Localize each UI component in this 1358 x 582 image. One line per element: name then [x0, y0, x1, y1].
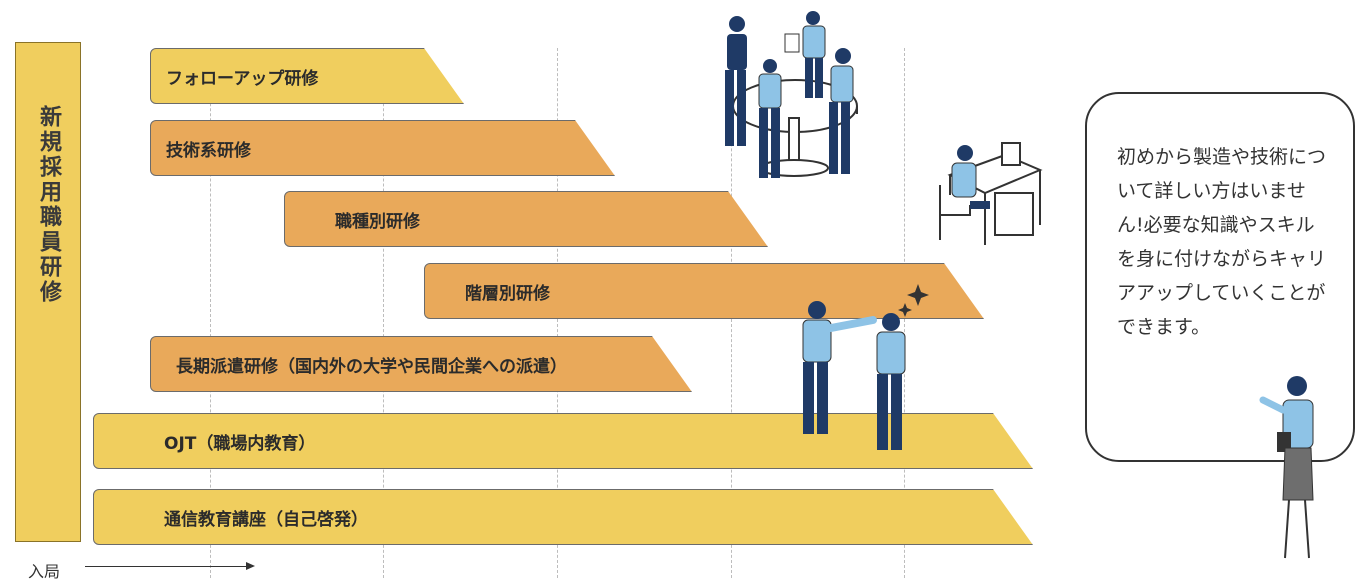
bar-job-type: 職種別研修	[284, 191, 768, 247]
timeline-start-label: 入局	[28, 562, 61, 581]
bar-ojt: OJT（職場内教育）	[93, 413, 1033, 469]
sparkle-icon	[907, 284, 929, 306]
bar-label: フォローアップ研修	[166, 68, 319, 89]
bar-label: 技術系研修	[166, 140, 251, 161]
grid-line	[210, 48, 211, 578]
bar-technical: 技術系研修	[150, 120, 615, 176]
bar-label: 職種別研修	[335, 211, 420, 232]
bar-label: 通信教育講座（自己啓発）	[164, 509, 368, 530]
woman-presenter-illustration	[1259, 376, 1314, 559]
meeting-people-illustration	[725, 11, 858, 178]
side-label-box: 新規採用職員研修	[15, 42, 81, 542]
grid-line	[383, 48, 384, 578]
bar-label: 長期派遣研修（国内外の大学や民間企業への派遣）	[176, 356, 567, 377]
desk-worker-illustration	[939, 142, 1043, 245]
timeline-arrow-icon	[85, 562, 255, 570]
bar-long-term-dispatch: 長期派遣研修（国内外の大学や民間企業への派遣）	[150, 336, 692, 392]
bar-correspondence: 通信教育講座（自己啓発）	[93, 489, 1033, 545]
side-label: 新規採用職員研修	[36, 105, 61, 305]
bubble-text: 初めから製造や技術について詳しい方はいません!必要な知識やスキルを身に付けながら…	[1117, 146, 1327, 338]
bar-label: OJT（職場内教育）	[164, 433, 316, 454]
bar-follow-up: フォローアップ研修	[150, 48, 464, 104]
bar-label: 階層別研修	[465, 283, 550, 304]
discussion-people-illustration	[802, 284, 929, 450]
